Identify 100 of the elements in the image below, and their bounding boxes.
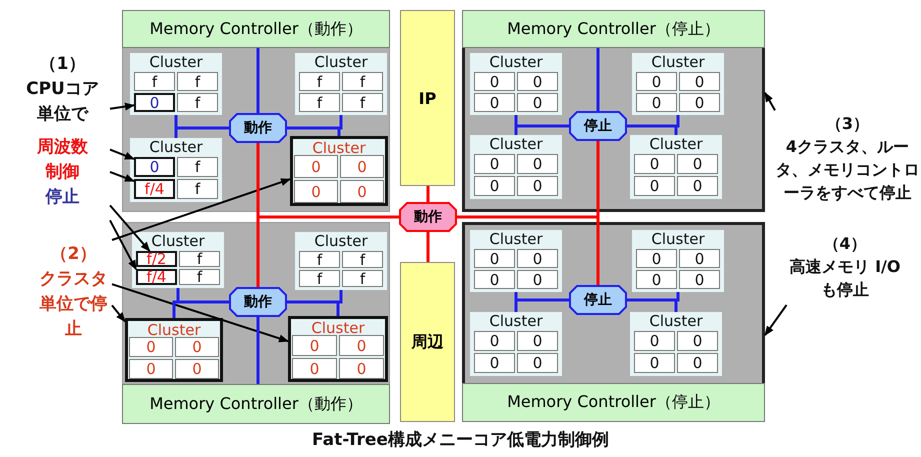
cluster-heading: Cluster — [313, 232, 369, 250]
arrow — [110, 102, 135, 111]
core-cell: f/4 — [134, 179, 175, 199]
core-cell: 0 — [636, 72, 677, 91]
cluster-box — [632, 230, 724, 292]
core-cell: 0 — [634, 331, 675, 351]
core-cell: 0 — [340, 155, 384, 178]
cluster-heading: Cluster — [650, 230, 706, 248]
core-cell: 0 — [474, 72, 515, 91]
memory-controller-box: Memory Controller（停止） — [462, 383, 765, 422]
router-octagon: 動作 — [399, 202, 457, 232]
router-octagon: 動作 — [229, 287, 287, 317]
core-cell: 0 — [677, 154, 718, 174]
core-cell: 0 — [677, 176, 718, 196]
core-cell: f — [342, 72, 383, 91]
caption: Fat-Tree構成メニーコア低電力制御例 — [311, 429, 610, 451]
core-cell: f/2 — [136, 251, 177, 267]
core-cell: f — [177, 72, 218, 91]
cluster-box — [470, 53, 562, 115]
memory-controller-box: Memory Controller（停止） — [462, 10, 765, 48]
cluster-box — [130, 138, 222, 202]
cluster-heading: Cluster — [148, 53, 204, 71]
cluster-heading: Cluster — [488, 53, 544, 71]
core-cell: 0 — [634, 353, 675, 373]
core-cell: 0 — [175, 337, 219, 357]
router-octagon: 停止 — [569, 285, 627, 315]
core-cell: f — [299, 93, 340, 112]
arrow — [112, 178, 291, 241]
quadrant-panel — [462, 222, 765, 422]
core-cell: f — [342, 93, 383, 112]
core-cell: 0 — [517, 72, 558, 91]
bus-line — [256, 317, 260, 384]
core-cell: 0 — [517, 154, 558, 174]
core-cell: f — [342, 251, 383, 268]
annotation-text: （2） — [50, 243, 98, 266]
core-cell: 0 — [679, 270, 720, 289]
cluster-heading: Cluster — [650, 53, 706, 71]
core-cell: 0 — [517, 353, 558, 373]
core-cell: 0 — [474, 270, 515, 289]
cluster-box — [470, 230, 562, 292]
cluster-heading: Cluster — [310, 319, 366, 337]
cluster-heading: Cluster — [146, 321, 202, 339]
core-cell: 0 — [634, 154, 675, 174]
core-cell: 0 — [517, 331, 558, 351]
core-cell: f — [177, 179, 218, 199]
arrow — [764, 92, 776, 111]
core-cell: 0 — [340, 180, 384, 203]
bus-line — [457, 216, 600, 285]
bus-line — [426, 232, 430, 262]
bus-line — [426, 186, 430, 202]
quadrant-panel — [122, 10, 390, 212]
core-cell: 0 — [474, 353, 515, 373]
core-cell: 0 — [679, 93, 720, 112]
memory-controller-box: Memory Controller（動作） — [122, 384, 390, 424]
annotation-text: 停止 — [44, 186, 80, 209]
core-cell: 0 — [517, 176, 558, 196]
core-cell: 0 — [679, 72, 720, 91]
router-octagon: 停止 — [569, 111, 627, 141]
annotation-text: 4クラスタ、ルータ、メモリコントローラをすべて停止 — [775, 136, 920, 204]
quadrant-panel — [462, 10, 765, 212]
core-cell: f — [177, 157, 218, 177]
core-cell: 0 — [677, 353, 718, 373]
core-cell: 0 — [474, 331, 515, 351]
arrow — [110, 170, 135, 182]
bus-line — [256, 48, 260, 113]
cluster-box — [290, 136, 388, 206]
annotation-text: 高速メモリ I/O も停止 — [788, 256, 902, 301]
cluster-heading: Cluster — [150, 232, 206, 250]
annotation-text: （1） — [38, 53, 86, 76]
core-cell: 0 — [129, 337, 173, 357]
core-cell: 0 — [474, 93, 515, 112]
annotation-text: （3） — [824, 113, 870, 135]
core-cell: 0 — [677, 331, 718, 351]
cluster-heading: Cluster — [311, 139, 367, 157]
quadrant-panel — [122, 222, 390, 424]
core-cell: f/4 — [136, 269, 177, 285]
router-octagon: 動作 — [229, 113, 287, 143]
core-cell: 0 — [292, 335, 337, 356]
core-cell: 0 — [679, 249, 720, 268]
arrow — [110, 148, 135, 160]
bus-line — [627, 298, 678, 312]
core-cell: 0 — [474, 249, 515, 268]
cluster-box — [630, 135, 722, 199]
cluster-box — [132, 232, 224, 288]
core-cell: 0 — [175, 359, 219, 379]
annotation-text: 周波数制御 — [36, 136, 89, 184]
core-cell: f — [299, 270, 340, 287]
arrow — [111, 304, 126, 322]
cluster-heading: Cluster — [148, 138, 204, 156]
cluster-box — [632, 53, 724, 115]
core-cell: 0 — [636, 249, 677, 268]
cluster-box — [130, 53, 222, 115]
core-cell: 0 — [292, 358, 337, 379]
arrow — [112, 283, 289, 342]
annotation-text: クラスタ単位で停止 — [38, 268, 108, 341]
memory-controller-box: Memory Controller（動作） — [122, 10, 390, 48]
bus-line — [596, 48, 600, 111]
cluster-box — [125, 318, 223, 382]
cluster-box — [470, 135, 562, 199]
cluster-heading: Cluster — [313, 53, 369, 71]
